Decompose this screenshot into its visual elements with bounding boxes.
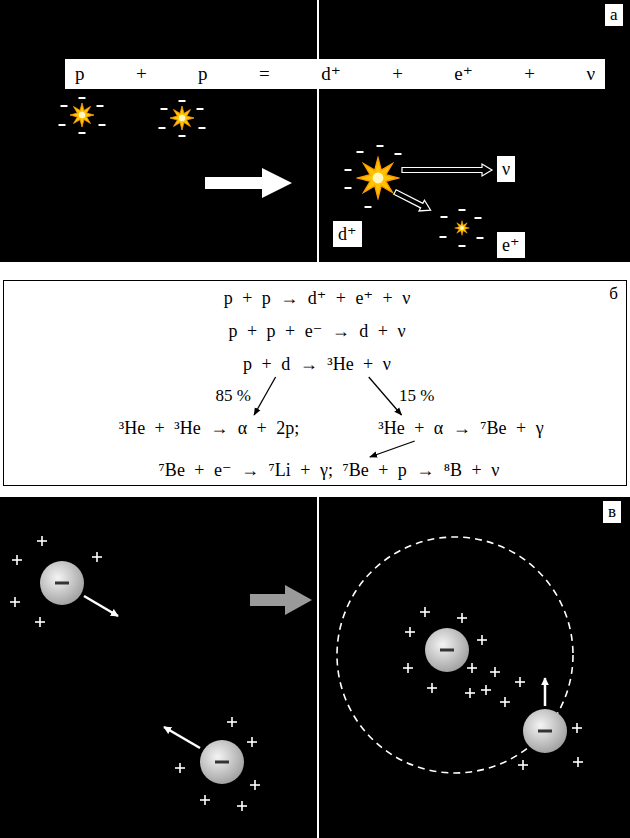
particle-tag: e⁺ xyxy=(497,232,525,258)
node-text: а xyxy=(610,5,618,25)
particle-tag: ν xyxy=(497,156,515,182)
reaction-line: ³He + ³He → α + 2p; xyxy=(119,417,300,439)
emission-arrow xyxy=(392,187,433,216)
node-text: в xyxy=(608,502,616,522)
node-text: p + p + e⁻ → d + ν xyxy=(228,320,405,342)
equation-band: p + p = d⁺ + e⁺ + ν xyxy=(65,59,605,89)
node-text: p + p → d⁺ + e⁺ + ν xyxy=(224,287,411,309)
orbit-circle xyxy=(337,537,573,773)
proton-star xyxy=(70,103,94,127)
reaction-line: ³He + α → ⁷Be + γ xyxy=(378,417,543,439)
velocity-arrow xyxy=(84,596,545,748)
node-text: p + p = d⁺ + e⁺ + ν xyxy=(75,62,595,86)
reaction-line: p + d → ³He + ν xyxy=(243,353,391,375)
node-text: ³He + α → ⁷Be + γ xyxy=(378,417,543,439)
panel-ground xyxy=(0,497,630,838)
particle-tag: d⁺ xyxy=(333,221,362,247)
panel-letter: а xyxy=(605,4,623,26)
node-text: e⁺ xyxy=(502,234,520,256)
node-text: ν xyxy=(502,158,510,180)
electron-ball xyxy=(40,561,567,784)
fusion-star xyxy=(358,158,399,199)
node-text: ⁷Be + e⁻ → ⁷Li + γ; ⁷Be + p → ⁸B + ν xyxy=(159,459,500,481)
node-text: p + d → ³He + ν xyxy=(243,353,391,375)
node-text: d⁺ xyxy=(338,223,357,245)
reaction-line: p + p + e⁻ → d + ν xyxy=(228,320,405,342)
reaction-line: ⁷Be + e⁻ → ⁷Li + γ; ⁷Be + p → ⁸B + ν xyxy=(159,459,500,481)
ion-plus-signs xyxy=(10,536,583,811)
process-arrow xyxy=(205,168,292,198)
positron-star xyxy=(455,221,470,236)
emission-arrow xyxy=(402,164,492,176)
branch-percent: 15 % xyxy=(397,386,436,406)
divider-line xyxy=(317,0,319,262)
node-text: б xyxy=(609,284,618,304)
proton-star xyxy=(170,106,194,130)
branch-arrow xyxy=(370,441,415,457)
process-arrow xyxy=(250,585,312,615)
divider-line xyxy=(317,497,319,838)
reaction-panel: б p + p → d⁺ + e⁺ + ν p + p + e⁻ → d + ν p … xyxy=(3,280,627,486)
panel-letter: в xyxy=(603,501,621,523)
node-text: ³He + ³He → α + 2p; xyxy=(119,417,300,439)
panel-ground xyxy=(0,0,630,262)
branch-percent: 85 % xyxy=(213,386,252,406)
branch-arrow xyxy=(254,377,275,415)
reaction-line: p + p → d⁺ + e⁺ + ν xyxy=(224,287,411,309)
